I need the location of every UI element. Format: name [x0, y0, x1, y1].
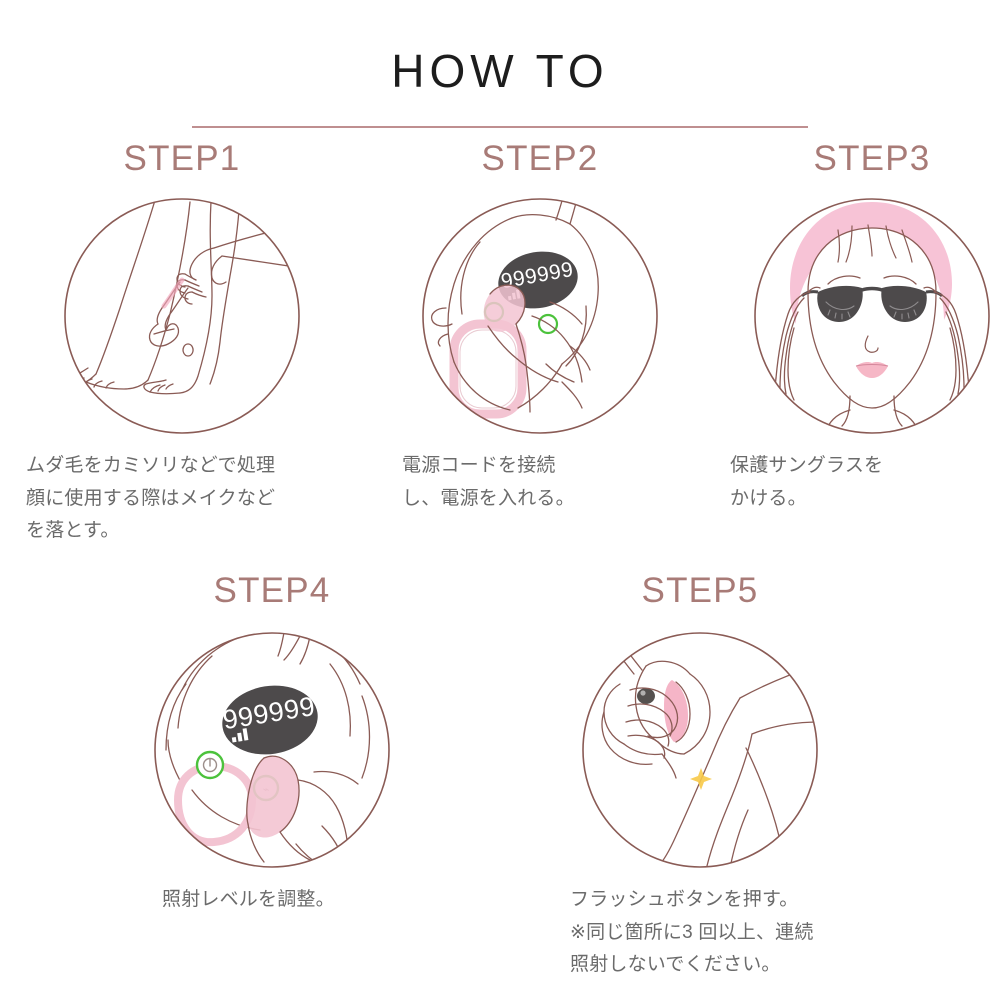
- step-illustration-4: 999999 ⌁: [152, 630, 392, 870]
- page-title: HOW TO: [391, 45, 609, 97]
- title-divider: [192, 126, 808, 128]
- caption-line: を落とす。: [26, 520, 120, 542]
- flash-spark: [690, 768, 712, 790]
- step-card-1: STEP1: [22, 139, 342, 548]
- caption-line: 電源コードを接続: [402, 455, 556, 476]
- step-card-3: STEP3: [712, 139, 1000, 515]
- step-caption-5: フラッシュボタンを押す。 ※同じ箇所に3 回以上、連続 照射しないでください。: [540, 884, 860, 982]
- step-caption-1: ムダ毛をカミソリなどで処理 顔に使用する際はメイクなど を落とす。: [22, 450, 342, 548]
- step-label-2: STEP2: [481, 139, 599, 178]
- step-illustration-3: [752, 196, 992, 436]
- step-illustration-1: [62, 196, 302, 436]
- step-label-3: STEP3: [813, 139, 931, 178]
- step-card-5: STEP5: [540, 571, 860, 982]
- caption-line: かける。: [730, 487, 807, 509]
- caption-line: フラッシュボタンを押す。: [570, 889, 799, 910]
- step-card-4: STEP4: [112, 571, 432, 917]
- caption-line: ※同じ箇所に3 回以上、連続: [570, 921, 814, 943]
- step-label-1: STEP1: [123, 139, 241, 178]
- step-card-2: STEP2: [380, 139, 700, 515]
- step-caption-4: 照射レベルを調整。: [112, 884, 432, 917]
- caption-line: 照射レベルを調整。: [162, 889, 335, 910]
- step-label-4: STEP4: [213, 571, 331, 610]
- power-icon: [202, 757, 218, 773]
- caption-line: 照射しないでください。: [570, 954, 781, 976]
- caption-line: 保護サングラスを: [730, 455, 884, 476]
- step-caption-3: 保護サングラスを かける。: [712, 450, 1000, 515]
- step-label-5: STEP5: [641, 571, 759, 610]
- caption-line: ムダ毛をカミソリなどで処理: [26, 455, 276, 476]
- caption-line: し、電源を入れる。: [402, 487, 575, 509]
- step-illustration-5: [580, 630, 820, 870]
- step-caption-2: 電源コードを接続 し、電源を入れる。: [380, 450, 700, 515]
- step-illustration-2: 999999: [420, 196, 660, 436]
- caption-line: 顔に使用する際はメイクなど: [26, 487, 276, 509]
